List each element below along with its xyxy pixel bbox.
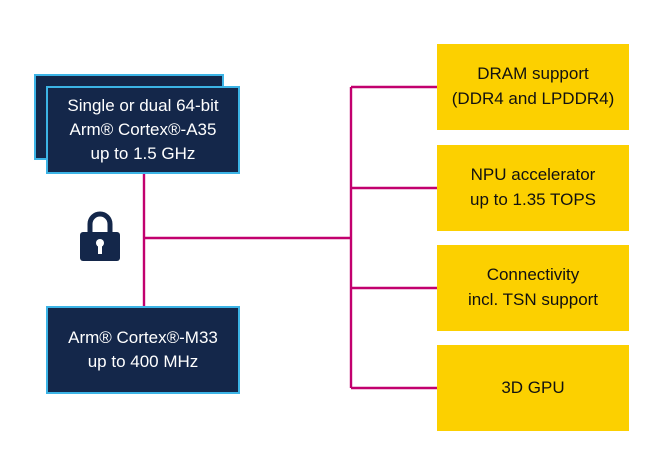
feature-dram-support: DRAM support (DDR4 and LPDDR4) [437,44,629,130]
feature-npu-accelerator: NPU accelerator up to 1.35 TOPS [437,145,629,231]
cortex-m33-label: Arm® Cortex®-M33 up to 400 MHz [68,328,218,371]
cortex-a35-block: Single or dual 64-bit Arm® Cortex®-A35 u… [46,86,240,174]
feature-gpu-label: 3D GPU [501,377,565,397]
feature-3d-gpu: 3D GPU [437,345,629,431]
cortex-a35-label: Single or dual 64-bit Arm® Cortex®-A35 u… [67,96,219,163]
lock-icon [80,211,120,261]
feature-dram-label: DRAM support (DDR4 and LPDDR4) [451,64,615,108]
feature-connectivity: Connectivity incl. TSN support [437,245,629,331]
feature-npu-label: NPU accelerator up to 1.35 TOPS [469,165,596,209]
feature-connectivity-label: Connectivity incl. TSN support [467,265,599,309]
cortex-m33-block: Arm® Cortex®-M33 up to 400 MHz [46,306,240,394]
